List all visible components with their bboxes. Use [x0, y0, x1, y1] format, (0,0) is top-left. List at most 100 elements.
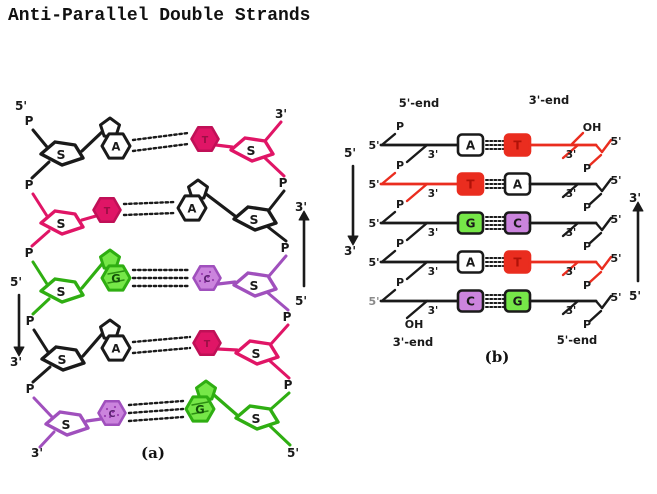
- sugar-letter: S: [251, 346, 260, 361]
- strand-5prime-label: 5': [368, 139, 379, 152]
- hydrogen-bond: [127, 399, 185, 407]
- strand-5prime-label: 5': [368, 256, 379, 269]
- strand-3prime-label: 3': [428, 266, 439, 278]
- glycosidic-bond: [214, 143, 234, 149]
- backbone-diagonal: [600, 138, 613, 154]
- texture-hatch: [191, 401, 209, 406]
- phosphate-label: P: [583, 318, 591, 331]
- backbone-diagonal: [588, 153, 603, 167]
- backbone-segment: [32, 328, 50, 354]
- arrow-bottom-label: 3': [344, 244, 356, 258]
- sugar-ring: S: [44, 410, 90, 437]
- arrow-head: [298, 210, 310, 221]
- backbone-segment: [267, 254, 288, 278]
- phosphate-label: P: [583, 162, 591, 175]
- sugar-ring: S: [39, 277, 85, 304]
- base-t: T: [192, 329, 222, 357]
- glycosidic-bond: [216, 347, 239, 352]
- texture-dot: [103, 414, 107, 418]
- strand-3prime-label: 3': [566, 188, 577, 200]
- texture-dot: [108, 415, 112, 419]
- texture-dot: [113, 405, 117, 409]
- hydrogen-bond: [131, 335, 192, 344]
- strand-5prime-label: 5': [368, 295, 379, 308]
- sugar-ring: S: [234, 404, 280, 431]
- phosphate-label: P: [25, 178, 34, 192]
- backbone-diagonal: [588, 231, 603, 245]
- base-letter: T: [513, 256, 522, 270]
- sugar-ring: S: [229, 136, 275, 163]
- backbone-segment: [30, 160, 51, 180]
- arrow-head: [632, 201, 644, 212]
- backbone-segment: [266, 225, 288, 243]
- arrow-head: [13, 346, 25, 357]
- sugar-pentagon: [39, 277, 85, 304]
- sugar-pentagon: [232, 205, 278, 232]
- panel-b-top-left-end-label: 5'-end: [398, 96, 440, 110]
- sugar-letter: S: [246, 143, 255, 158]
- glycosidic-bond: [80, 214, 98, 222]
- backbone-diagonal: [405, 143, 429, 164]
- base-letter: C: [466, 295, 475, 309]
- backbone-diagonal: [561, 299, 580, 316]
- sugar-pentagon: [229, 136, 275, 163]
- base-letter: A: [513, 178, 523, 192]
- purine-hexagon: [100, 334, 132, 362]
- base-box: [456, 133, 485, 157]
- hydrogen-bond: [127, 407, 185, 415]
- texture-dot: [208, 270, 212, 274]
- texture-dot: [198, 279, 202, 283]
- strand-5prime-label: 5': [610, 252, 621, 265]
- base-letter: T: [513, 139, 522, 153]
- figure-title: Anti-Parallel Double Strands: [8, 6, 311, 26]
- base-letter: G: [466, 217, 476, 231]
- backbone-segment: [31, 192, 49, 218]
- hydrogen-bond: [122, 211, 177, 217]
- glycosidic-bond: [204, 192, 237, 218]
- base-letter: A: [112, 140, 121, 154]
- backbone-segment: [266, 291, 290, 312]
- base-letter: A: [188, 202, 197, 216]
- backbone-diagonal: [594, 299, 604, 310]
- sugar-pentagon: [39, 209, 85, 236]
- backbone-diagonal: [600, 255, 613, 271]
- phosphate-label: P: [583, 279, 591, 292]
- phosphate-label: P: [583, 240, 591, 253]
- phosphate-label: P: [396, 198, 404, 211]
- phosphate-label: P: [396, 159, 404, 172]
- strand-3prime-label: 3': [566, 266, 577, 278]
- panel-b-bottom-left-end-label: 3'-end: [392, 335, 434, 349]
- backbone-diagonal: [381, 288, 397, 302]
- base-letter: T: [202, 135, 209, 146]
- sugar-letter: S: [57, 352, 66, 367]
- backbone-diagonal: [561, 221, 580, 238]
- sugar-letter: S: [249, 212, 258, 227]
- backbone-segment: [31, 128, 49, 149]
- pyrimidine-hexagon: [97, 399, 127, 427]
- base-letter: C: [513, 217, 522, 231]
- backbone-segment: [32, 396, 54, 419]
- base-t: T: [92, 196, 122, 224]
- phosphate-label: P: [583, 201, 591, 214]
- backbone-diagonal: [600, 177, 613, 193]
- backbone-diagonal: [588, 309, 603, 323]
- base-t: T: [190, 125, 220, 153]
- glycosidic-bond: [80, 130, 104, 153]
- backbone-diagonal: [594, 143, 604, 154]
- terminal-5prime-label: 5': [287, 446, 299, 460]
- base-letter: G: [195, 403, 204, 417]
- backbone-diagonal: [381, 210, 397, 224]
- base-letter: T: [204, 339, 211, 350]
- glycosidic-bond: [216, 280, 237, 286]
- arrow-bottom-label: 5': [295, 294, 307, 308]
- backbone-segment: [30, 229, 51, 248]
- sugar-ring: S: [232, 271, 278, 298]
- strand-3prime-label: 3': [428, 227, 439, 239]
- base-letter: A: [112, 342, 121, 356]
- backbone-diagonal: [561, 260, 580, 277]
- texture-hatch: [107, 279, 125, 284]
- strand-5prime-label: 5': [610, 174, 621, 187]
